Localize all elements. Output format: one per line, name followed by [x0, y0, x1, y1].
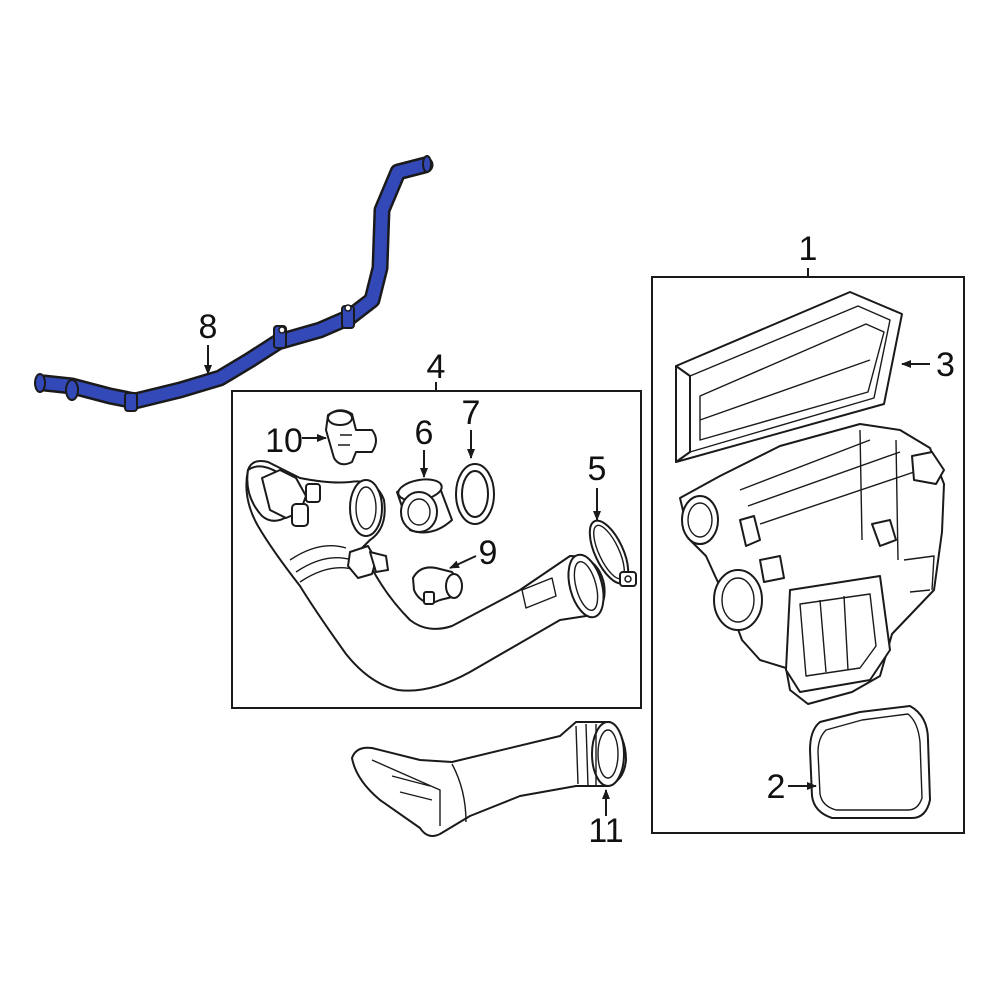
callout-9: 9 [479, 534, 498, 572]
clamp-part-5[interactable] [582, 515, 637, 588]
callout-1: 1 [799, 230, 818, 268]
callout-10: 10 [265, 422, 303, 460]
coupler-part-6[interactable] [396, 476, 453, 534]
ring-seal-part-7[interactable] [455, 463, 495, 525]
gasket-part-2[interactable] [809, 705, 931, 819]
air-filter-part-3[interactable] [675, 291, 903, 463]
callout-5: 5 [588, 450, 607, 488]
callout-6: 6 [415, 414, 434, 452]
intake-duct-part-4[interactable] [245, 460, 609, 692]
callout-2: 2 [767, 768, 786, 806]
callout-7: 7 [462, 394, 481, 432]
inlet-duct-part-11[interactable] [351, 721, 627, 837]
callout-11: 11 [588, 812, 623, 850]
connector-part-10[interactable] [325, 409, 377, 466]
air-cleaner-housing-part-1[interactable] [679, 423, 945, 705]
callout-4: 4 [427, 348, 446, 386]
callout-3: 3 [936, 346, 955, 384]
fitting-part-9[interactable] [412, 566, 463, 605]
callout-8: 8 [199, 308, 218, 346]
leader-lines [204, 268, 930, 816]
hose-part-8[interactable] [34, 155, 434, 412]
